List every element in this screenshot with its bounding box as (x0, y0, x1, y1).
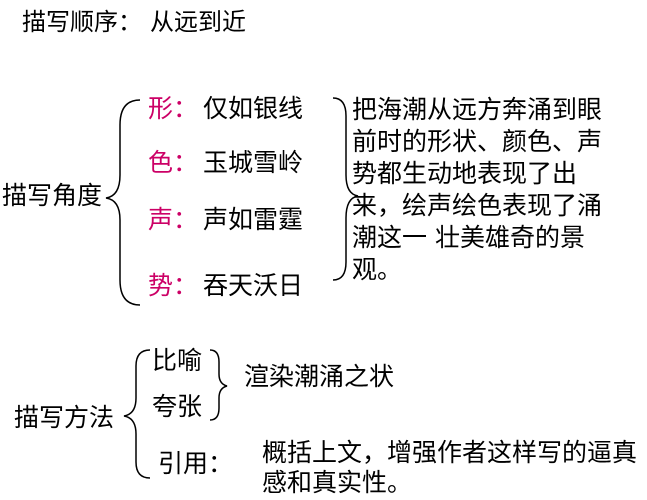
angle-key-color: 色： (148, 148, 199, 177)
method-metaphor: 比喻 (152, 346, 203, 375)
angle-value-shape: 仅如银线 (203, 94, 304, 123)
method-quote-effect: 概括上文，增强作者这样写的逼真感和真实性。 (262, 438, 638, 497)
method-rhetoric-effect: 渲染潮涌之状 (244, 362, 395, 391)
angle-summary: 把海潮从远方奔涌到眼前时的形状、颜色、声势都生动地表现了出来，绘声绘色表现了涌潮… (352, 95, 603, 284)
angle-value-force: 吞天沃日 (203, 271, 304, 300)
angle-value-sound: 声如雷霆 (203, 205, 304, 234)
method-exaggeration: 夸张 (152, 392, 203, 421)
order-label: 描写顺序： (22, 8, 142, 36)
angle-title: 描写角度 (2, 181, 103, 210)
angle-key-force: 势： (148, 271, 199, 300)
order-value: 从远到近 (150, 8, 246, 36)
angle-key-shape: 形： (148, 94, 199, 123)
method-title: 描写方法 (14, 403, 115, 432)
method-quote: 引用： (158, 449, 234, 478)
angle-value-color: 玉城雪岭 (203, 148, 304, 177)
angle-key-sound: 声： (148, 205, 199, 234)
